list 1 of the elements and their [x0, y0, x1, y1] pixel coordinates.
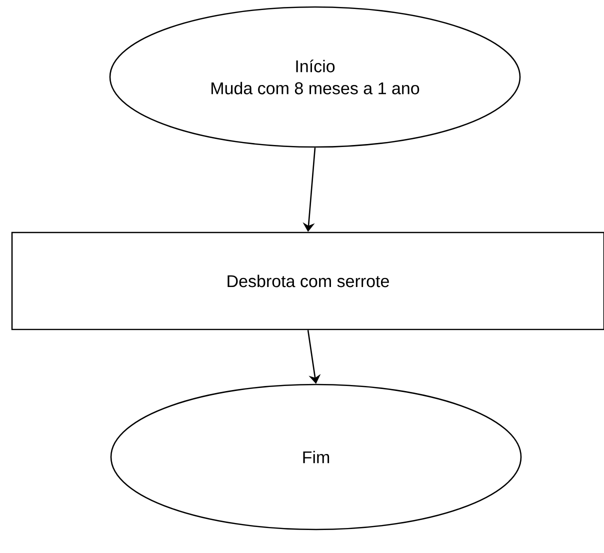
process-box: Desbrota com serrote: [11, 232, 604, 330]
